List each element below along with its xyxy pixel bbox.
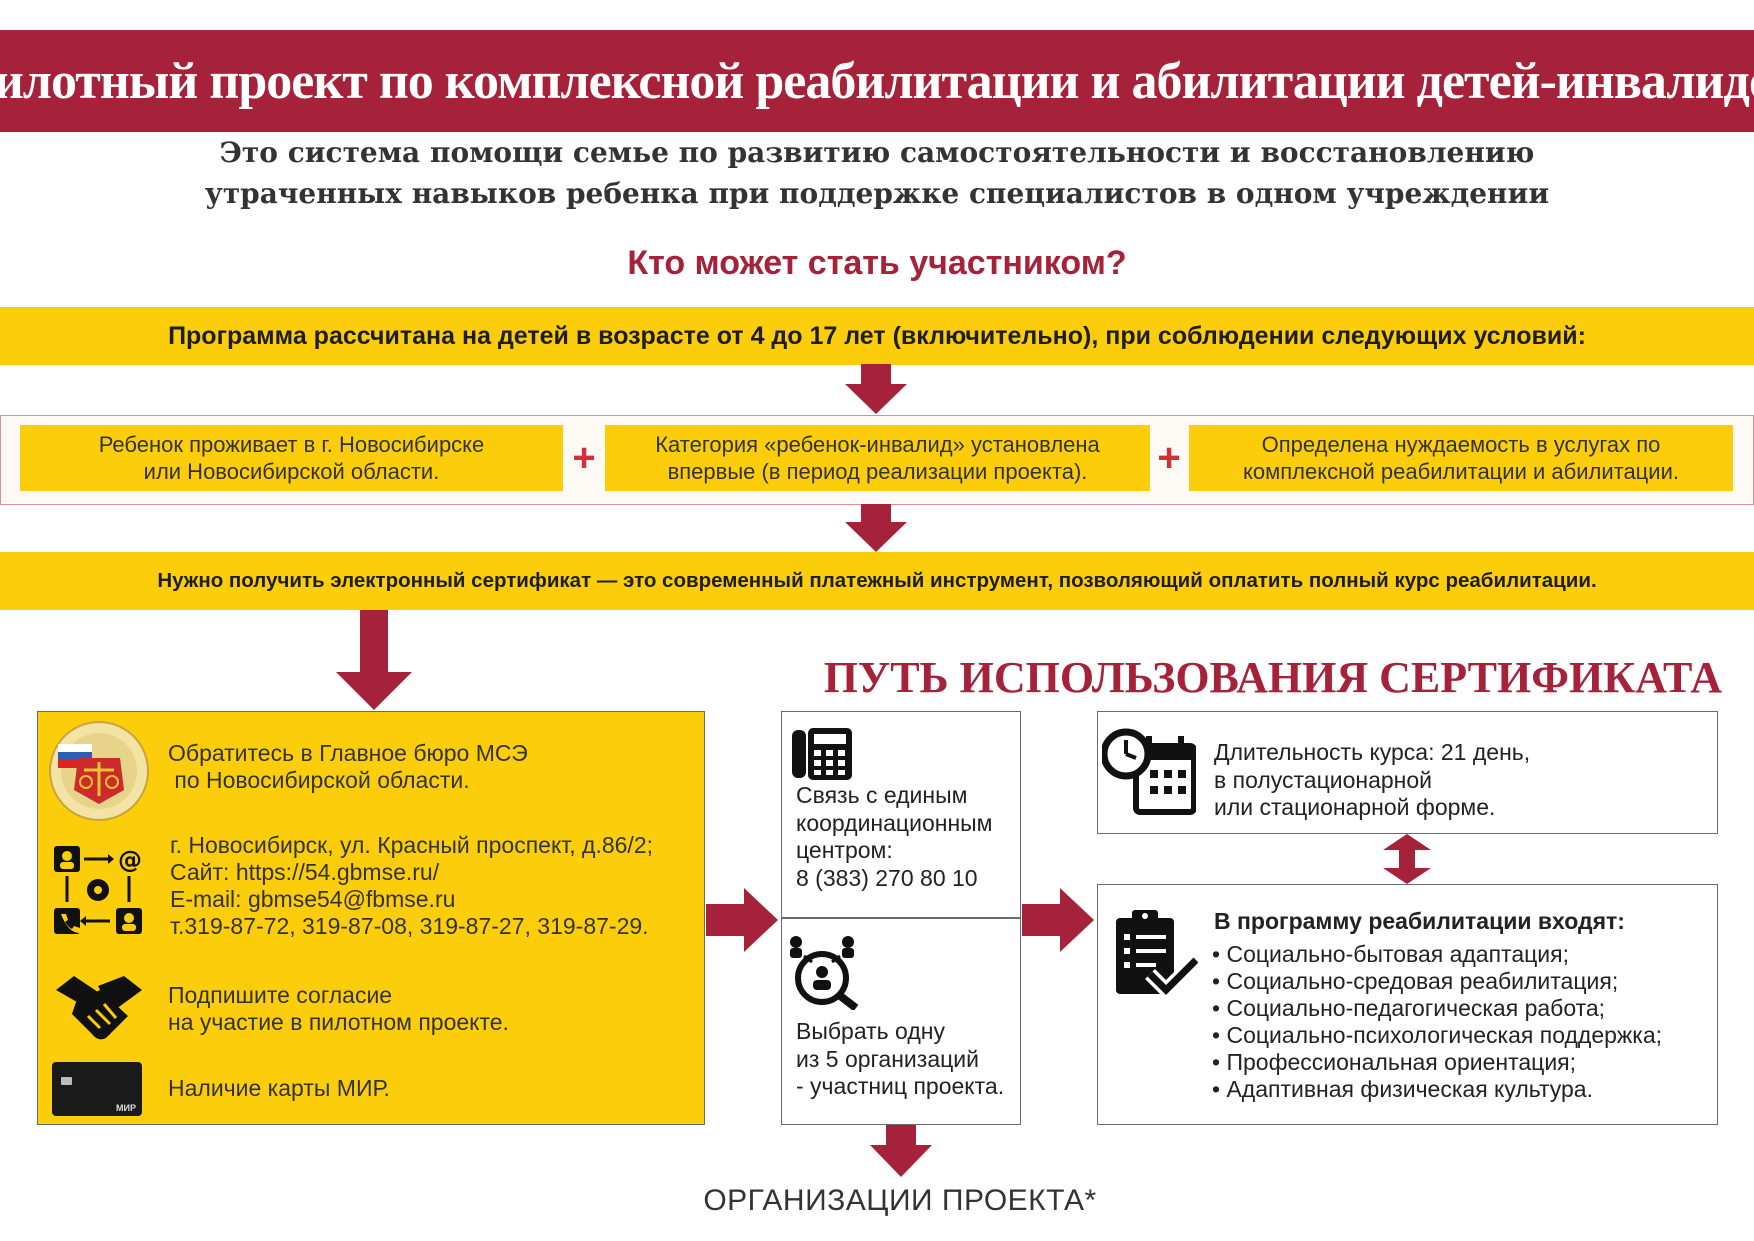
subtitle-line-2: утраченных навыков ребенка при поддержке… bbox=[204, 177, 1550, 210]
handshake-icon bbox=[56, 976, 142, 1040]
double-arrow-vertical-icon bbox=[1383, 834, 1431, 884]
rehab-program-title: В программу реабилитации входят: bbox=[1214, 908, 1625, 934]
choose-line3: - участниц проекта. bbox=[796, 1073, 1005, 1099]
choose-line2: из 5 организаций bbox=[796, 1045, 979, 1072]
mse-address-block: г. Новосибирск, ул. Красный проспект, д.… bbox=[170, 832, 700, 940]
condition-needs-line2: комплексной реабилитации и абилитации. bbox=[1243, 459, 1679, 484]
certificate-path-title: ПУТЬ ИСПОЛЬЗОВАНИЯ СЕРТИФИКАТА bbox=[823, 653, 1722, 702]
mir-card-logo: МИР bbox=[116, 1103, 136, 1113]
coordination-line1: Связь с единым bbox=[796, 782, 968, 808]
choose-line1: Выбрать одну bbox=[796, 1018, 945, 1044]
consent-text: Подпишите согласие на участие в пилотном… bbox=[168, 982, 688, 1036]
rehab-program-list: Социально-бытовая адаптация; Социально-с… bbox=[1212, 941, 1714, 1103]
mse-emblem-icon bbox=[49, 721, 149, 821]
mse-contact-line1: Обратитесь в Главное бюро МСЭ bbox=[168, 740, 528, 766]
coordination-text: Связь с единым координационным центром: … bbox=[796, 782, 1018, 892]
arrow-right-icon bbox=[706, 888, 778, 952]
project-organizations-label: ОРГАНИЗАЦИИ ПРОЕКТА* bbox=[703, 1184, 1097, 1217]
arrow-down-icon bbox=[845, 504, 907, 552]
arrow-down-icon bbox=[336, 610, 412, 710]
condition-needs-line1: Определена нуждаемость в услугах по bbox=[1261, 432, 1661, 457]
certificate-banner: Нужно получить электронный сертификат — … bbox=[0, 552, 1754, 610]
duration-line3: или стационарной форме. bbox=[1214, 794, 1496, 820]
arrow-right-icon bbox=[1022, 888, 1094, 952]
condition-residence-line1: Ребенок проживает в г. Новосибирске bbox=[98, 432, 485, 457]
list-item: Социально-бытовая адаптация; bbox=[1212, 941, 1714, 968]
consent-line1: Подпишите согласие bbox=[168, 982, 393, 1008]
rehab-program-content: В программу реабилитации входят: Социаль… bbox=[1214, 908, 1714, 1103]
contacts-icon: @ bbox=[54, 846, 142, 934]
choose-organization-text: Выбрать одну из 5 организаций - участниц… bbox=[796, 1018, 1020, 1101]
list-item: Социально-психологическая поддержка; bbox=[1212, 1022, 1714, 1049]
coordination-phone[interactable]: 8 (383) 270 80 10 bbox=[796, 864, 978, 891]
course-duration-box bbox=[1097, 711, 1718, 834]
mir-card-text: Наличие карты МИР. bbox=[168, 1075, 390, 1101]
coordination-line2: координационным bbox=[796, 809, 993, 836]
list-item: Социально-средовая реабилитация; bbox=[1212, 968, 1714, 995]
condition-category-line1: Категория «ребенок-инвалид» установлена bbox=[655, 432, 1100, 457]
plus-icon: + bbox=[572, 435, 596, 480]
consent-line2: на участие в пилотном проекте. bbox=[168, 1009, 509, 1035]
plus-icon: + bbox=[1157, 435, 1181, 480]
condition-residence-line2: или Новосибирской области. bbox=[143, 459, 440, 484]
arrow-down-icon bbox=[845, 364, 907, 414]
list-item: Профессиональная ориентация; bbox=[1212, 1049, 1714, 1076]
organizations-search-icon bbox=[790, 936, 859, 1010]
mse-contact-line2: по Новосибирской области. bbox=[168, 767, 470, 793]
condition-category-line2: впервые (в период реализации проекта). bbox=[667, 459, 1088, 484]
mse-email-link[interactable]: E-mail: gbmse54@fbmse.ru bbox=[170, 886, 456, 912]
telephone-icon bbox=[792, 728, 852, 780]
mse-contact-text: Обратитесь в Главное бюро МСЭ по Новосиб… bbox=[168, 740, 688, 794]
mse-site-link[interactable]: Сайт: https://54.gbmse.ru/ bbox=[170, 859, 440, 885]
list-item: Адаптивная физическая культура. bbox=[1212, 1076, 1714, 1103]
coordination-line3: центром: bbox=[796, 837, 893, 863]
program-age-banner: Программа рассчитана на детей в возрасте… bbox=[0, 307, 1754, 365]
clock-calendar-icon bbox=[1102, 728, 1196, 815]
checklist-clipboard-icon bbox=[1116, 910, 1198, 998]
duration-line1: Длительность курса: 21 день, bbox=[1214, 739, 1531, 765]
participants-heading: Кто может стать участником? bbox=[627, 244, 1127, 282]
list-item: Социально-педагогическая работа; bbox=[1212, 995, 1714, 1022]
page-title: Пилотный проект по комплексной реабилита… bbox=[0, 30, 1754, 132]
mse-phones: т.319-87-72, 319-87-08, 319-87-27, 319-8… bbox=[170, 913, 649, 939]
page-subtitle: Это система помощи семье по развитию сам… bbox=[100, 132, 1654, 214]
duration-line2: в полустационарной bbox=[1214, 766, 1433, 793]
course-duration-text: Длительность курса: 21 день, в полустаци… bbox=[1214, 739, 1704, 822]
subtitle-line-1: Это система помощи семье по развитию сам… bbox=[219, 136, 1535, 169]
mse-info-box bbox=[37, 711, 705, 1125]
arrow-down-icon bbox=[870, 1125, 932, 1177]
svg-text:@: @ bbox=[118, 846, 142, 874]
mir-card-icon: МИР bbox=[52, 1062, 142, 1116]
mse-address: г. Новосибирск, ул. Красный проспект, д.… bbox=[170, 832, 653, 858]
